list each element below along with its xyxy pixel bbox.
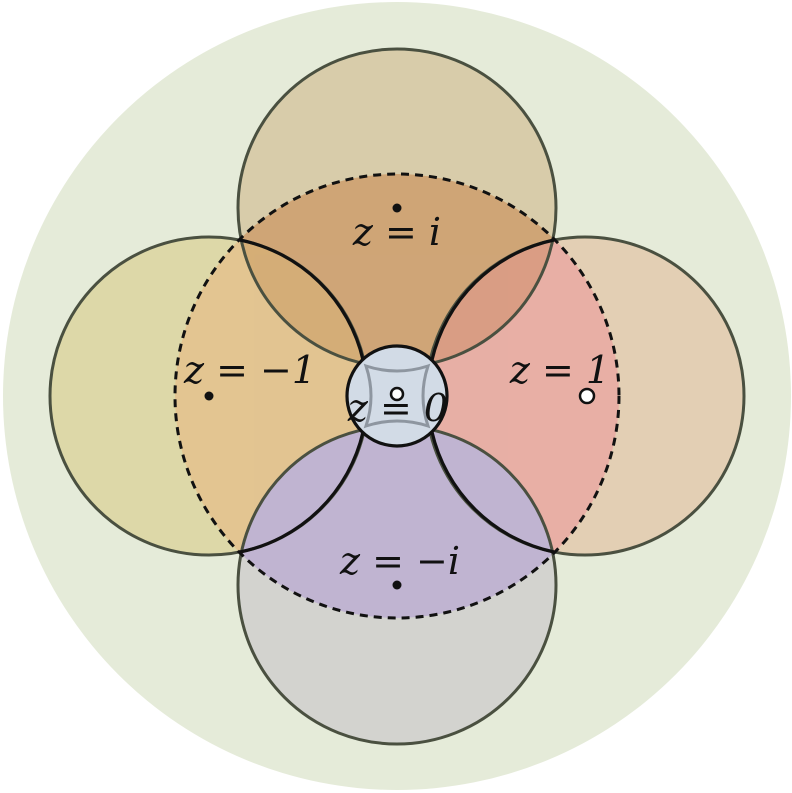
arc-left-lower: [239, 431, 365, 554]
point-left: [204, 391, 214, 401]
arc-right-upper: [430, 238, 555, 361]
point-top: [392, 203, 402, 213]
point-bottom: [392, 580, 402, 590]
point-center-open: [389, 386, 405, 402]
point-right-open: [578, 387, 596, 405]
label-right: z = 1: [509, 348, 610, 392]
dashed-circle: [173, 172, 621, 620]
label-center: z = 0: [347, 386, 448, 430]
label-top: z = i: [352, 210, 441, 254]
center-curved-square: [363, 363, 431, 429]
label-bottom: z = −i: [339, 539, 460, 583]
label-left: z = −1: [183, 348, 316, 392]
arc-left-upper: [239, 238, 365, 361]
arc-right-lower: [430, 431, 555, 554]
